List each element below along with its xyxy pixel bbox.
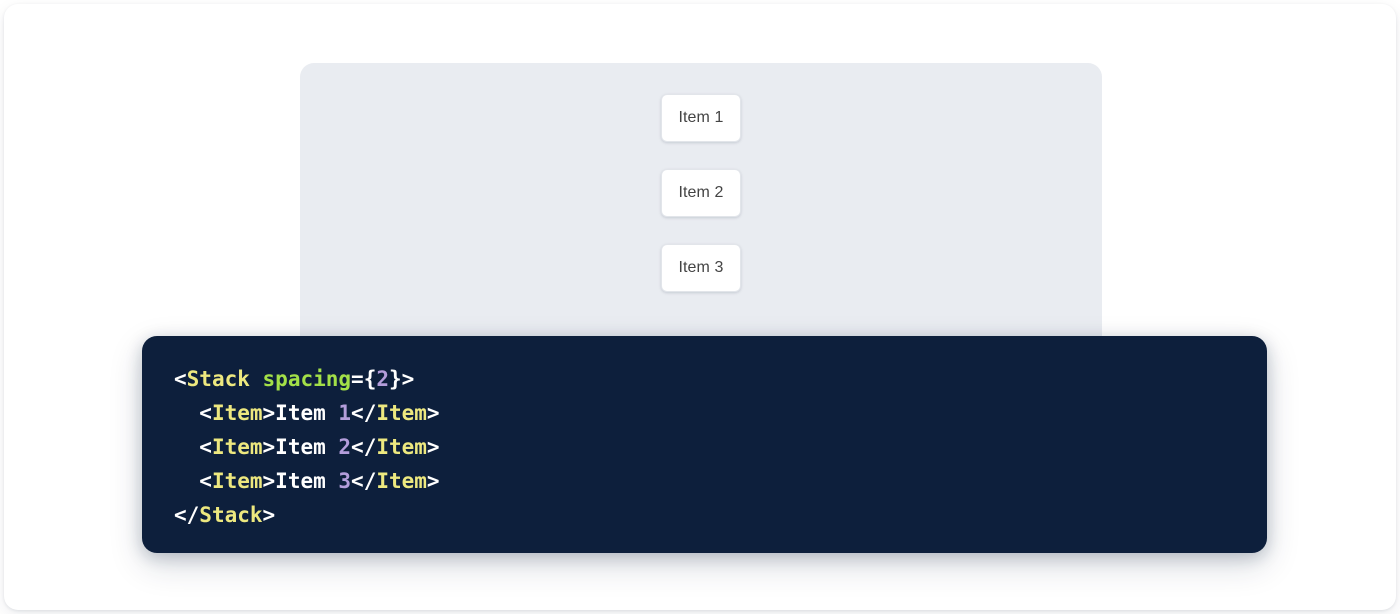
page-frame: Item 1 Item 2 Item 3 <Stack spacing={2}>…	[4, 4, 1396, 610]
code-token-text: Item	[275, 469, 339, 493]
code-token-tag: Item	[211, 401, 263, 425]
code-token-punct: <	[174, 367, 187, 391]
code-token-num: 2	[338, 435, 352, 459]
code-token-tag: Item	[376, 435, 427, 459]
code-token-num: 1	[338, 401, 352, 425]
code-token-punct: </	[351, 401, 377, 425]
code-token-tag: Stack	[199, 503, 263, 527]
code-token-tag: Item	[211, 469, 263, 493]
code-token-punct: <	[174, 435, 212, 459]
code-token-punct: </	[351, 435, 377, 459]
code-line: <Item>Item 1</Item>	[174, 396, 1267, 430]
code-token-punct: }>	[389, 367, 415, 391]
code-token-punct: <	[174, 401, 212, 425]
stack-item-label: Item 1	[678, 109, 724, 126]
code-token-tag: Item	[376, 469, 427, 493]
code-token-num: 3	[338, 469, 352, 493]
code-token-punct: ={	[351, 367, 377, 391]
code-snippet-panel[interactable]: <Stack spacing={2}> <Item>Item 1</Item> …	[142, 336, 1267, 553]
code-line: </Stack>	[174, 498, 1267, 532]
code-token-num: 2	[376, 367, 389, 391]
list-item[interactable]: Item 2	[661, 169, 741, 217]
code-token-punct: >	[426, 401, 440, 425]
code-line: <Item>Item 2</Item>	[174, 430, 1267, 464]
code-token-punct: >	[426, 469, 440, 493]
code-token-punct: >	[262, 469, 276, 493]
code-token-punct: >	[262, 435, 276, 459]
code-token-punct: >	[262, 503, 276, 527]
code-token-punct: >	[426, 435, 440, 459]
code-token-punct: </	[174, 503, 200, 527]
code-line: <Stack spacing={2}>	[174, 362, 1267, 396]
code-token-punct: >	[262, 401, 276, 425]
code-token-text: Item	[275, 401, 339, 425]
code-token-tag: Item	[211, 435, 263, 459]
code-token-punct	[250, 367, 263, 391]
list-item[interactable]: Item 3	[661, 244, 741, 292]
code-token-punct: </	[351, 469, 377, 493]
stack-item-label: Item 2	[678, 184, 724, 201]
code-token-attr: spacing	[262, 367, 352, 391]
stack-container: Item 1 Item 2 Item 3	[300, 63, 1102, 292]
code-snippet: <Stack spacing={2}> <Item>Item 1</Item> …	[174, 362, 1267, 532]
code-token-tag: Stack	[186, 367, 250, 391]
code-token-tag: Item	[376, 401, 427, 425]
code-token-punct: <	[174, 469, 212, 493]
code-line: <Item>Item 3</Item>	[174, 464, 1267, 498]
stack-preview-panel: Item 1 Item 2 Item 3	[300, 63, 1102, 363]
list-item[interactable]: Item 1	[661, 94, 741, 142]
code-token-text: Item	[275, 435, 339, 459]
stack-item-label: Item 3	[678, 259, 724, 276]
